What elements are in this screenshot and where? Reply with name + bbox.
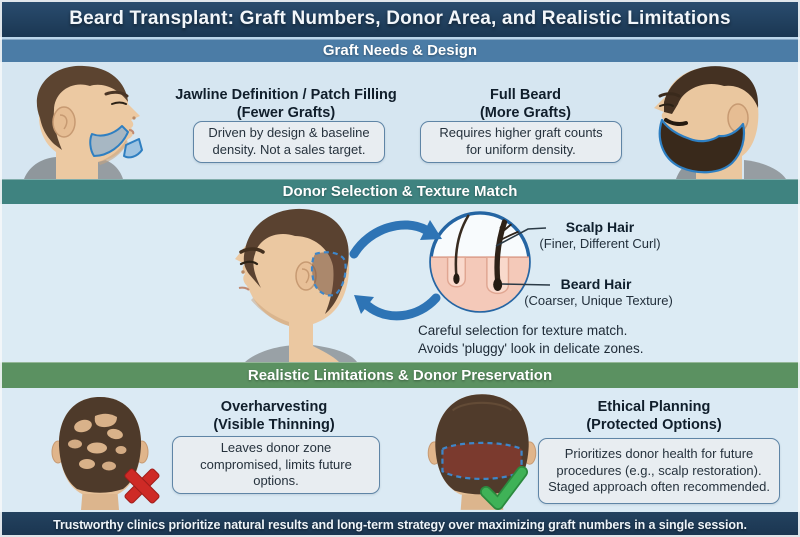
title-bar: Beard Transplant: Graft Numbers, Donor A…	[0, 0, 800, 37]
jawline-heading: Jawline Definition / Patch Filling (Fewe…	[175, 86, 397, 122]
overharvesting-heading-line2: (Visible Thinning)	[213, 417, 335, 434]
illustration-overharvested-head	[51, 397, 149, 510]
section-header-graft-needs-label: Graft Needs & Design	[322, 42, 478, 59]
section-limitations: Overharvesting (Visible Thinning) Leaves…	[0, 388, 800, 512]
jawline-heading-line1: Jawline Definition / Patch Filling	[175, 87, 397, 103]
texture-caption: Careful selection for texture match. Avo…	[418, 322, 644, 358]
section-header-donor: Donor Selection & Texture Match	[0, 179, 800, 204]
texture-caption-line1: Careful selection for texture match.	[418, 323, 628, 338]
illustration-jawline-head	[24, 65, 143, 179]
texture-caption-line2: Avoids 'pluggy' look in delicate zones.	[418, 340, 644, 356]
illustration-full-beard-head	[654, 66, 786, 179]
full-beard-note-box: Requires higher graft counts for uniform…	[420, 121, 622, 163]
overharvesting-heading: Overharvesting (Visible Thinning)	[168, 398, 380, 434]
section-header-limitations-label: Realistic Limitations & Donor Preservati…	[247, 366, 553, 384]
overharvesting-note-box: Leaves donor zone compromised, limits fu…	[172, 436, 380, 494]
title-divider	[0, 37, 800, 39]
section-header-donor-label: Donor Selection & Texture Match	[282, 183, 518, 200]
beard-hair-label: Beard Hair	[560, 276, 632, 292]
footer-bar: Trustworthy clinics prioritize natural r…	[0, 512, 800, 537]
section-header-graft-needs: Graft Needs & Design	[0, 39, 800, 62]
section-graft-needs: Jawline Definition / Patch Filling (Fewe…	[0, 62, 800, 179]
ethical-planning-heading: Ethical Planning (Protected Options)	[540, 398, 768, 434]
ethical-planning-heading-line2: (Protected Options)	[586, 417, 722, 434]
scalp-hair-sublabel: (Finer, Different Curl)	[539, 236, 661, 251]
ethical-planning-heading-line1: Ethical Planning	[597, 399, 711, 415]
full-beard-heading: Full Beard (More Grafts)	[438, 86, 613, 122]
red-cross-icon	[124, 468, 160, 504]
scalp-hair-label: Scalp Hair	[565, 219, 635, 235]
jawline-note-box: Driven by design & baseline density. Not…	[193, 121, 385, 163]
green-check-icon	[480, 466, 528, 510]
page-title: Beard Transplant: Graft Numbers, Donor A…	[69, 7, 731, 29]
overharvesting-heading-line1: Overharvesting	[220, 399, 328, 415]
full-beard-heading-line1: Full Beard	[490, 87, 561, 103]
footer-text: Trustworthy clinics prioritize natural r…	[53, 517, 747, 532]
ethical-planning-note-box: Prioritizes donor health for future proc…	[538, 438, 780, 504]
section-header-limitations: Realistic Limitations & Donor Preservati…	[0, 362, 800, 388]
beard-hair-sublabel: (Coarser, Unique Texture)	[524, 293, 673, 308]
jawline-heading-line2: (Fewer Grafts)	[236, 105, 336, 122]
illustration-donor-head	[235, 208, 357, 362]
section-donor: Scalp Hair (Finer, Different Curl) Beard…	[0, 204, 800, 362]
full-beard-heading-line2: (More Grafts)	[479, 105, 572, 122]
